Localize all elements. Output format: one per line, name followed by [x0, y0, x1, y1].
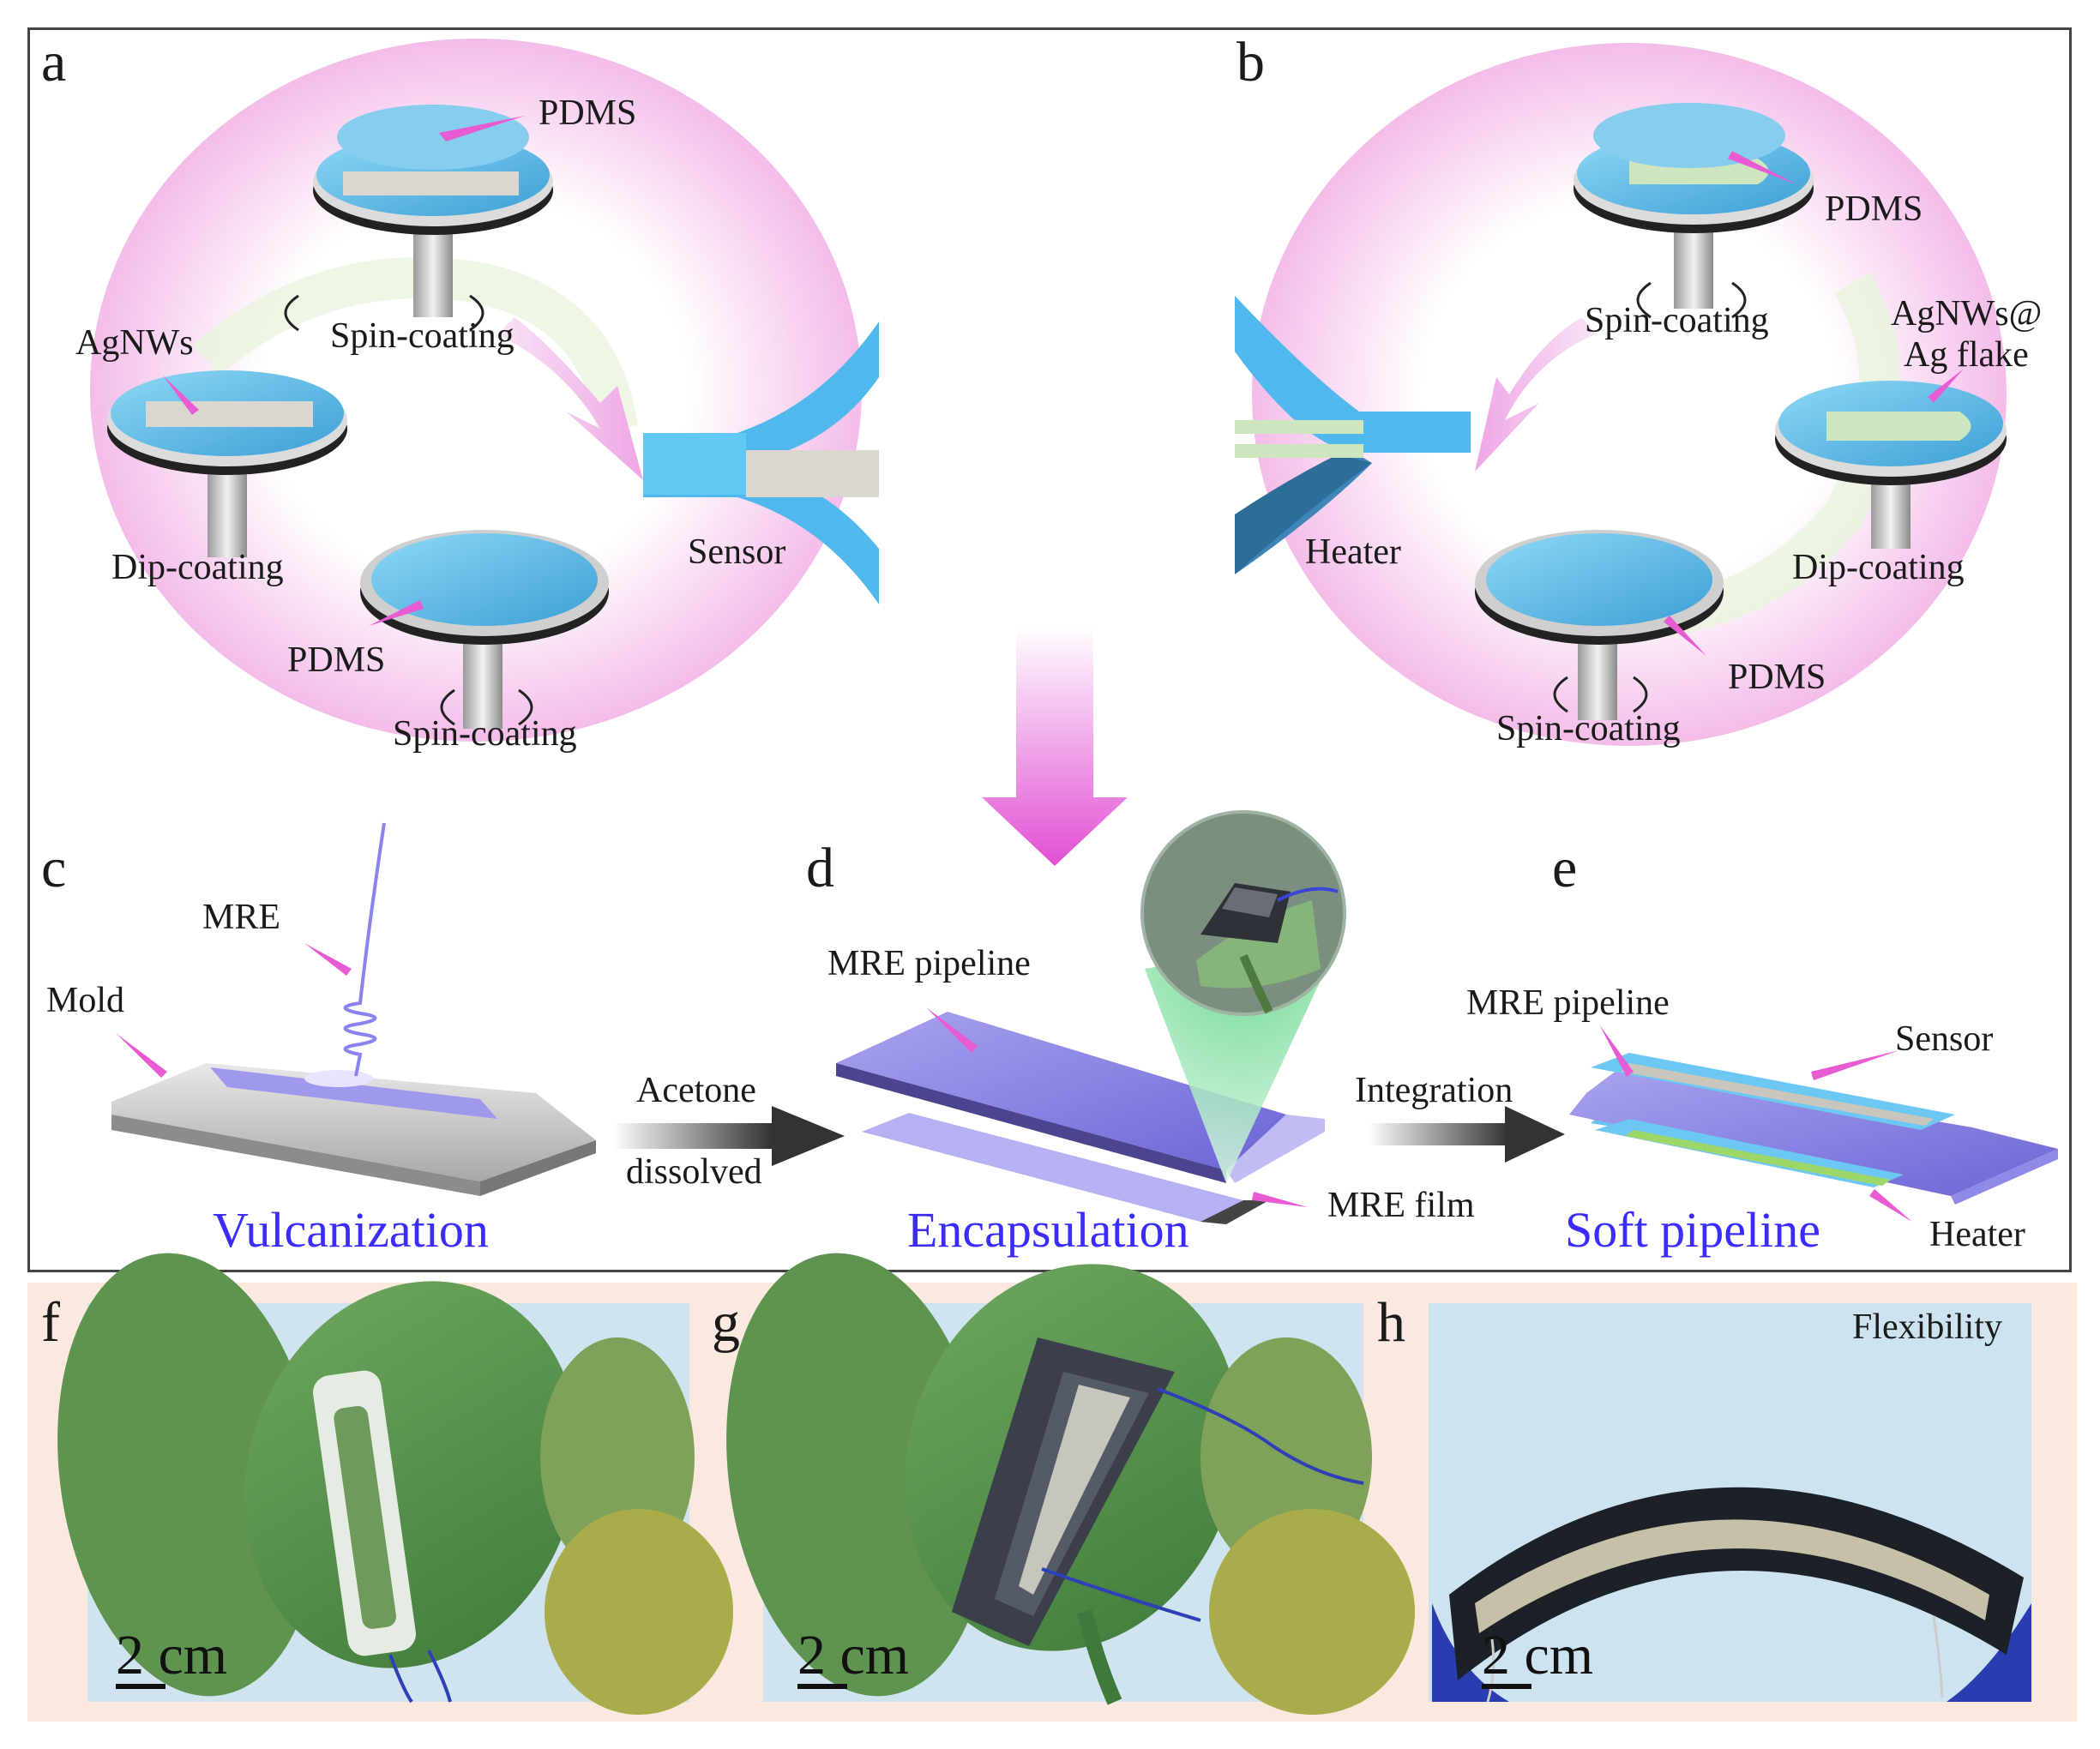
photo-h: [1429, 1303, 2031, 1703]
panel-d-film-label: MRE film: [1327, 1186, 1475, 1225]
panel-c-caption: Vulcanization: [213, 1202, 489, 1258]
photo-f-scale: 2 cm: [116, 1624, 228, 1689]
panel-letter-c: c: [41, 837, 67, 899]
panel-d-pipeline: [836, 1012, 1325, 1183]
arrow-cd-bottom-label: dissolved: [626, 1152, 762, 1192]
panel-b-agnws-label-2: Ag flake: [1904, 335, 2029, 375]
sensor-structure: [643, 322, 879, 604]
panel-c-mold: [111, 1063, 596, 1196]
panel-letter-b: b: [1237, 31, 1265, 93]
photo-f-scale-text: 2 cm: [116, 1624, 228, 1686]
panel-d-pointers: [926, 1007, 1308, 1207]
panel-e-pipeline-label: MRE pipeline: [1466, 983, 1670, 1023]
photo-h-title: Flexibility: [1852, 1307, 2003, 1347]
panel-a-disc-left: [107, 370, 347, 557]
panel-b-spin-bottom-label: Spin-coating: [1496, 709, 1681, 748]
panel-d-inset: [1140, 810, 1346, 1183]
photo-g-scale: 2 cm: [797, 1624, 910, 1689]
panel-a-disc-bottom: [360, 530, 609, 729]
panel-d-caption: Encapsulation: [907, 1202, 1189, 1258]
arrow-c-to-d: [613, 1106, 845, 1166]
panel-c-mre-label: MRE: [202, 898, 281, 937]
panel-b-pdms-bottom-label: PDMS: [1728, 658, 1826, 697]
panel-b-disc-bottom: [1475, 530, 1724, 720]
panel-c-pointers: [116, 943, 352, 1078]
panel-e-sensor-label: Sensor: [1895, 1019, 1994, 1059]
panel-e-heater-label: Heater: [1929, 1215, 2025, 1254]
arrow-d-to-e: [1368, 1106, 1565, 1163]
panel-letter-h: h: [1377, 1291, 1405, 1354]
panel-a-disc-top: [284, 105, 553, 332]
center-down-arrow: [982, 626, 1128, 866]
panel-e-pointers: [1599, 1025, 1912, 1222]
panel-letter-d: d: [806, 837, 834, 899]
panel-b-disc-right: [1775, 381, 2007, 549]
photo-g-scale-text: 2 cm: [797, 1624, 910, 1686]
panel-a-flow-arrow: [497, 317, 643, 480]
photo-g-scale-bar: [797, 1684, 847, 1689]
panel-a-pointers: [163, 116, 525, 626]
panel-b-pdms-top-label: PDMS: [1825, 189, 1923, 229]
panel-letter-a: a: [41, 31, 67, 93]
panel-a-halo: [90, 39, 862, 742]
panel-b-flow-arrow: [1475, 317, 1595, 472]
panel-a-spin-bottom-label: Spin-coating: [393, 714, 577, 754]
panel-c-mold-label: Mold: [46, 981, 125, 1020]
panel-b-dip-label: Dip-coating: [1792, 548, 1965, 587]
panel-d-film: [862, 1113, 1269, 1224]
panel-letter-f: f: [41, 1291, 60, 1354]
photo-f-scale-bar: [116, 1684, 165, 1689]
panel-e-pipeline: [1569, 1053, 2058, 1205]
panel-b-spin-top-label: Spin-coating: [1585, 301, 1769, 340]
panel-a-agnws-label: AgNWs: [75, 323, 194, 363]
panel-e-caption: Soft pipeline: [1565, 1202, 1821, 1258]
photo-f: [57, 1253, 733, 1715]
panel-b-heater-label: Heater: [1305, 532, 1401, 572]
panel-a-sensor-label: Sensor: [688, 532, 786, 572]
photo-g: [726, 1253, 1415, 1715]
arrow-cd-top-label: Acetone: [636, 1071, 756, 1110]
heater-structure: [1235, 296, 1471, 574]
photo-h-scale-text: 2 cm: [1482, 1624, 1594, 1686]
panel-a-pdms-top-label: PDMS: [539, 93, 637, 133]
panel-b-pointers: [1664, 151, 1964, 656]
photo-h-scale-bar: [1482, 1684, 1531, 1689]
photo-h-scale: 2 cm: [1482, 1624, 1594, 1689]
panel-letter-g: g: [712, 1291, 740, 1354]
panel-b-agnws-label-1: AgNWs@: [1891, 294, 2043, 334]
mre-stream: [343, 822, 386, 1077]
panel-a-spin-top-label: Spin-coating: [330, 316, 514, 356]
arrow-de-top-label: Integration: [1355, 1071, 1513, 1110]
panel-a-dip-label: Dip-coating: [111, 548, 284, 587]
panel-letter-e: e: [1552, 837, 1578, 899]
panel-d-pipeline-label: MRE pipeline: [827, 944, 1031, 983]
panel-a-pdms-bottom-label: PDMS: [287, 640, 386, 680]
